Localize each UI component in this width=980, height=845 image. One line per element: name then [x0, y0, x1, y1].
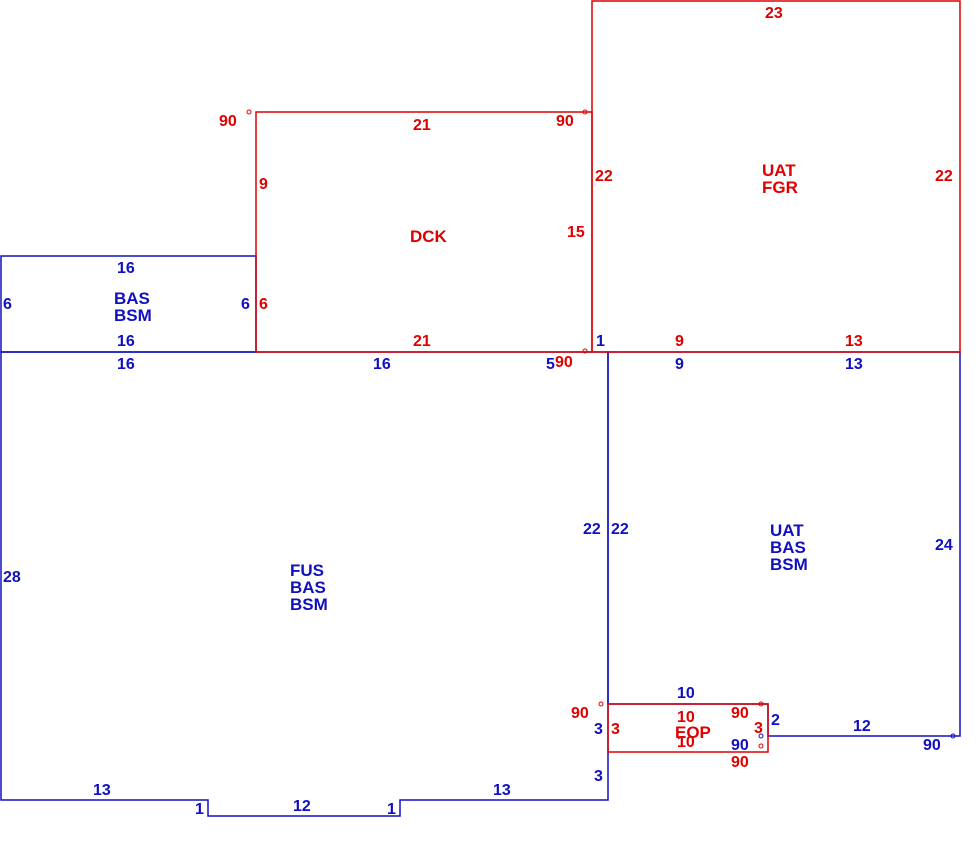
dim-label: 21	[413, 117, 431, 134]
area-code-fgr: FGR	[762, 178, 798, 197]
angle-marker	[758, 733, 764, 739]
dim-label: 90	[923, 737, 941, 754]
area-code-fus: FUS	[290, 561, 324, 580]
dim-label: 3	[754, 720, 763, 737]
angle-marker	[582, 109, 588, 115]
area-code-uat: UAT	[770, 521, 804, 540]
area-code-bsm: BSM	[770, 555, 808, 574]
red-dimensions: 90 21 90 9 6 15 21 90 23 22 22 9 13 90 3…	[219, 5, 953, 771]
angle-marker	[950, 733, 956, 739]
angle-markers	[246, 109, 956, 749]
dim-label: 90	[555, 354, 573, 371]
porch-outline	[607, 703, 769, 753]
upper-garage-outline	[591, 0, 961, 353]
area-code-eop: EOP	[675, 723, 711, 742]
dim-label: 1	[195, 801, 204, 818]
dim-label: 90	[731, 754, 749, 771]
angle-marker	[246, 109, 252, 115]
area-code-bas: BAS	[770, 538, 806, 557]
area-code-uat: UAT	[762, 161, 796, 180]
dim-label: 13	[845, 333, 863, 350]
dim-label: 1	[387, 801, 396, 818]
dim-label: 90	[556, 113, 574, 130]
dim-label: 9	[675, 356, 684, 373]
area-code-dck: DCK	[410, 227, 448, 246]
dim-label: 22	[935, 168, 953, 185]
angle-marker	[758, 701, 764, 707]
dim-label: 12	[293, 798, 311, 815]
dim-label: 90	[219, 113, 237, 130]
angle-marker	[582, 348, 588, 354]
dim-label: 2	[771, 712, 780, 729]
dim-label: 16	[373, 356, 391, 373]
dim-label: 6	[259, 296, 268, 313]
dim-label: 13	[845, 356, 863, 373]
dim-label: 23	[765, 5, 783, 22]
dim-label: 9	[259, 176, 268, 193]
dim-label: 16	[117, 260, 135, 277]
dim-label: 24	[935, 537, 953, 554]
dim-label: 28	[3, 569, 21, 586]
red-outlines	[255, 0, 961, 753]
dim-label: 15	[567, 224, 585, 241]
dim-label: 22	[611, 521, 629, 538]
area-code-bas: BAS	[290, 578, 326, 597]
dim-label: 21	[413, 333, 431, 350]
dim-label: 16	[117, 356, 135, 373]
angle-marker	[758, 743, 764, 749]
dim-label: 16	[117, 333, 135, 350]
dim-label: 6	[3, 296, 12, 313]
blue-outlines	[0, 255, 961, 817]
angle-marker	[598, 701, 604, 707]
blue-dimensions: 16 6 6 16 16 16 5 28 22 3 3 13 1 12 1 13…	[3, 260, 953, 818]
dim-label: 1	[596, 333, 605, 350]
dim-label: 13	[493, 782, 511, 799]
dim-label: 3	[594, 721, 603, 738]
dim-label: 3	[611, 721, 620, 738]
dim-label: 10	[677, 734, 695, 751]
dim-label: 9	[675, 333, 684, 350]
dim-label: 3	[594, 768, 603, 785]
dim-label: 90	[731, 737, 749, 754]
dim-label: 12	[853, 718, 871, 735]
dim-label: 13	[93, 782, 111, 799]
area-code-bsm: BSM	[290, 595, 328, 614]
area-code-bsm: BSM	[114, 306, 152, 325]
dim-label: 5	[546, 356, 555, 373]
dim-label: 22	[595, 168, 613, 185]
area-code-bas: BAS	[114, 289, 150, 308]
dim-label: 10	[677, 685, 695, 702]
dim-label: 22	[583, 521, 601, 538]
dim-label: 6	[241, 296, 250, 313]
dim-label: 90	[731, 705, 749, 722]
dim-label: 10	[677, 709, 695, 726]
area-labels: BAS BSM DCK UAT FGR FUS BAS BSM UAT BAS …	[114, 161, 808, 742]
dim-label: 90	[571, 705, 589, 722]
